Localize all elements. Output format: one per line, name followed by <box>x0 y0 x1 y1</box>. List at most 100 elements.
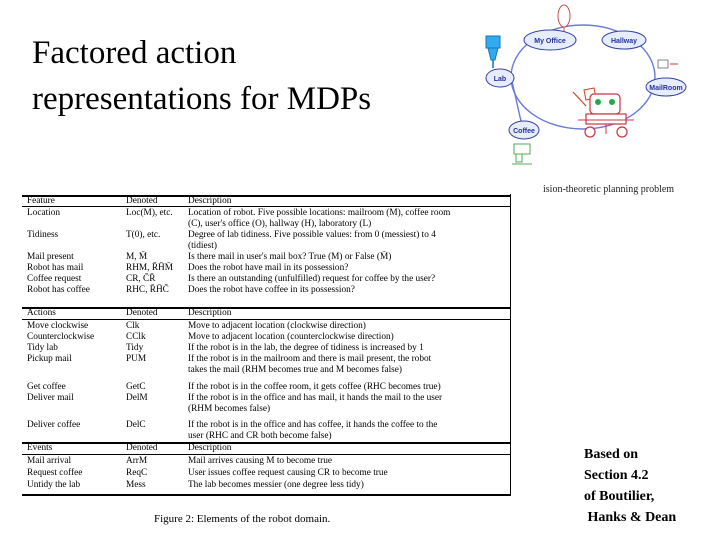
cell: Description <box>188 308 232 318</box>
cell: ArrM <box>126 456 148 466</box>
cell: Mail arrives causing M to become true <box>188 456 333 466</box>
table-rule <box>22 319 510 320</box>
cell: Move to adjacent location (clockwise dir… <box>188 321 366 331</box>
cell: User issues coffee request causing CR to… <box>188 468 388 478</box>
cell: Mess <box>126 480 146 490</box>
table-row: Robot has coffee RHC, R̄H̄C̄ Does the robo… <box>22 285 510 296</box>
cell: If the robot is in the mailroom and ther… <box>188 354 432 364</box>
room-node-lab <box>485 68 515 88</box>
cell: Feature <box>27 196 55 206</box>
table-header-row: Events Denoted Description <box>22 443 510 454</box>
room-label-mailroom: MailRoom <box>649 85 682 92</box>
room-label-office: My Office <box>534 38 566 45</box>
cell: Deliver coffee <box>27 420 81 430</box>
cell: RHC, R̄H̄C̄ <box>126 285 169 295</box>
table-row: Get coffee GetC If the robot is in the cof… <box>22 382 510 393</box>
cell: If the robot is in the lab, the degree o… <box>188 343 424 353</box>
table-row: Deliver coffee DelC If the robot is in the… <box>22 420 510 431</box>
cell: If the robot is in the office and has co… <box>188 420 438 430</box>
tag-node <box>557 4 571 28</box>
cell: ReqC <box>126 468 148 478</box>
cell: Description <box>188 443 232 453</box>
cell: Location of robot. Five possible locatio… <box>188 208 451 218</box>
table-row: Request coffee ReqC User issues coffee req… <box>22 468 510 479</box>
cell: Actions <box>27 308 56 318</box>
room-label-coffee: Coffee <box>513 128 535 135</box>
cell: Untidy the lab <box>27 480 81 490</box>
cell: Robot has coffee <box>27 285 90 295</box>
credit-line: Hanks & Dean <box>584 510 677 525</box>
cell: Tidiness <box>27 230 59 240</box>
table-row: user (RHC and CR both become false) <box>22 431 510 442</box>
title-line-2: representations for MDPs <box>32 81 372 117</box>
cell: Pickup mail <box>27 354 72 364</box>
cell: Is there mail in user's mail box? True (… <box>188 252 392 262</box>
credit-line: of Boutilier, <box>584 489 655 504</box>
cell: Move clockwise <box>27 321 89 331</box>
room-label-lab: Lab <box>494 76 506 83</box>
cell: CClk <box>126 332 146 342</box>
cell: Denoted <box>126 308 158 318</box>
cell: Location <box>27 208 61 218</box>
room-node-hallway <box>601 30 647 50</box>
robot-domain-diagram: My Office Hallway Lab MailRoom Coffee <box>478 2 688 182</box>
cell: takes the mail (RHM becomes true and M b… <box>188 365 403 375</box>
table-rule <box>22 206 510 207</box>
cell: user (RHC and CR both become false) <box>188 431 332 441</box>
cell: CR, C̄R̄ <box>126 274 156 284</box>
cell: (tidiest) <box>188 241 217 251</box>
cell: Request coffee <box>27 468 83 478</box>
cell: Tidy lab <box>27 343 58 353</box>
cell: Does the robot have coffee in its posses… <box>188 285 355 295</box>
cell: DelM <box>126 393 148 403</box>
cell: Get coffee <box>27 382 66 392</box>
cell: If the robot is in the coffee room, it g… <box>188 382 441 392</box>
cell: RHM, R̄H̄M̄ <box>126 263 174 273</box>
cell: Mail present <box>27 252 74 262</box>
cell: Events <box>27 443 53 453</box>
table-rule <box>22 454 510 455</box>
cell: Coffee request <box>27 274 82 284</box>
cell: Mail arrival <box>27 456 72 466</box>
cell: Move to adjacent location (counterclockw… <box>188 332 394 342</box>
robot-domain-svg: My Office Hallway Lab MailRoom Coffee <box>485 4 687 165</box>
cropped-caption-right: ision-theoretic planning problem <box>543 184 675 195</box>
room-node-mailroom <box>645 77 687 97</box>
table-rule <box>22 195 510 197</box>
cell: (C), user's office (O), hallway (H), lab… <box>188 219 372 229</box>
table-row: Pickup mail PUM If the robot is in the mai… <box>22 354 510 365</box>
table-row: takes the mail (RHM becomes true and M b… <box>22 365 510 376</box>
table-rule <box>22 307 510 309</box>
cell: PUM <box>126 354 147 364</box>
cell: (RHM becomes false) <box>188 404 271 414</box>
table-row: Mail present M, M̄ Is there mail in user's… <box>22 252 510 263</box>
slide-title: Factored action representations for MDPs <box>32 30 462 122</box>
cell: M, M̄ <box>126 252 148 262</box>
credit-line: Based on <box>584 447 639 462</box>
cell: Loc(M), etc. <box>126 208 173 218</box>
table-row: (tidiest) <box>22 241 510 252</box>
cell: Denoted <box>126 443 158 453</box>
title-line-1: Factored action <box>32 35 237 71</box>
coffee-machine-icon <box>512 143 532 165</box>
room-node-office <box>523 29 577 51</box>
table-row: Move clockwise Clk Move to adjacent locati… <box>22 321 510 332</box>
table-rule <box>22 442 510 444</box>
cell: Clk <box>126 321 140 331</box>
table-row: Mail arrival ArrM Mail arrives causing M t… <box>22 456 510 467</box>
cell: Robot has mail <box>27 263 84 273</box>
cell: DelC <box>126 420 146 430</box>
table-row: (RHM becomes false) <box>22 404 510 415</box>
table-row: Location Loc(M), etc. Location of robot. F… <box>22 208 510 219</box>
cell: GetC <box>126 382 146 392</box>
source-credit: Based on Section 4.2 of Boutilier, Hanks… <box>584 444 676 528</box>
table-rule <box>22 494 510 496</box>
